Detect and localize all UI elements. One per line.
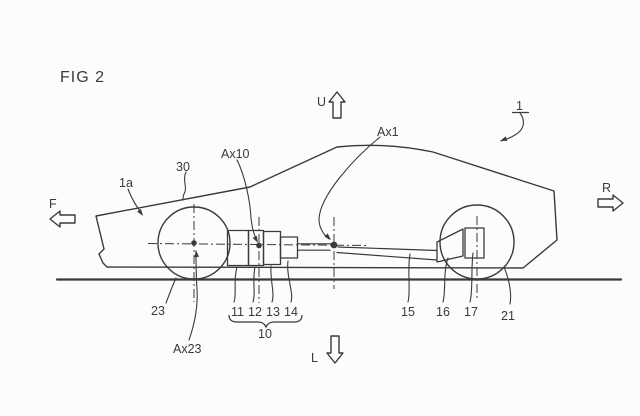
label-housing-16: 16	[436, 305, 450, 319]
arrowhead-1a	[137, 209, 143, 216]
leader-17	[469, 252, 474, 303]
rear-gear-housing	[436, 228, 464, 263]
label-unit-12: 12	[248, 305, 262, 319]
label-body-1a: 1a	[119, 176, 133, 190]
leader-15	[407, 253, 411, 303]
unit-box-13	[262, 230, 282, 266]
label-unit-group-10: 10	[258, 327, 272, 341]
leader-16	[442, 257, 449, 303]
down-arrow-icon	[326, 335, 344, 364]
leader-ax10	[236, 159, 258, 242]
label-ax10: Ax10	[221, 147, 250, 161]
label-unit-14: 14	[284, 305, 298, 319]
label-shaft-15: 15	[401, 305, 415, 319]
right-arrow-icon	[597, 194, 624, 212]
car-body-outline	[95, 144, 558, 269]
label-ax1: Ax1	[377, 125, 399, 139]
label-unit-11: 11	[231, 305, 244, 319]
label-front-wheel-23: 23	[151, 304, 165, 318]
leader-13	[270, 265, 274, 303]
label-direction-front: F	[49, 197, 57, 211]
leader-30	[182, 171, 187, 201]
leader-ax1	[318, 136, 381, 240]
leader-ax23	[188, 250, 198, 341]
unit-box-14	[279, 236, 299, 259]
label-ax23: Ax23	[173, 342, 202, 356]
leader-11	[233, 266, 238, 303]
label-box-17: 17	[464, 305, 478, 319]
propeller-shaft-top	[337, 246, 438, 252]
leader-12	[252, 266, 256, 303]
brace-unit-group	[228, 314, 303, 329]
leader-23	[165, 277, 177, 304]
label-hood-30: 30	[176, 160, 190, 174]
leader-21	[503, 266, 512, 305]
arrowhead-ax1	[324, 233, 331, 240]
rear-unit-box	[464, 227, 485, 259]
front-wheel-axis-dot	[191, 240, 197, 246]
label-direction-rear: R	[602, 181, 611, 195]
left-arrow-icon	[49, 210, 76, 228]
propeller-shaft-bottom	[336, 251, 438, 261]
arrowhead-1	[500, 136, 508, 141]
figure-title: FIG 2	[60, 69, 105, 86]
arrowhead-ax23	[194, 250, 199, 258]
unit-box-11	[226, 229, 250, 267]
arrowhead-ax10	[252, 235, 258, 243]
leader-1	[500, 112, 524, 142]
joint-axis-dot	[330, 241, 338, 249]
label-direction-down: L	[311, 351, 318, 365]
label-unit-13: 13	[266, 305, 280, 319]
up-arrow-icon	[328, 91, 346, 119]
leader-14	[287, 260, 293, 303]
label-direction-up: U	[317, 95, 326, 109]
label-vehicle-1: 1	[516, 99, 523, 113]
label-rear-wheel-21: 21	[501, 309, 515, 323]
unit-axis-dot	[256, 242, 262, 249]
unit-box-12	[247, 229, 265, 267]
